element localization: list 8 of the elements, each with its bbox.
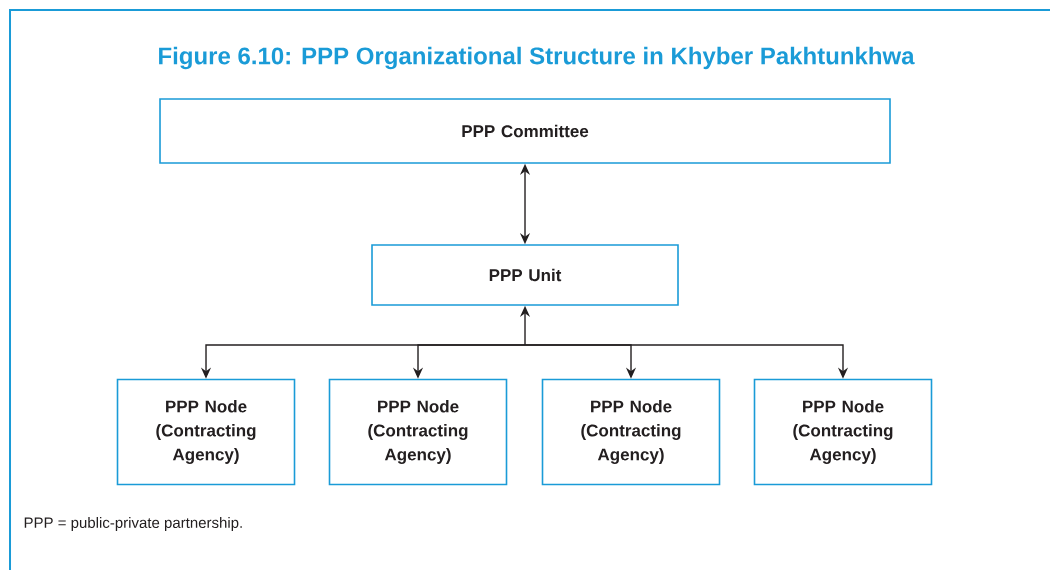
org-box: PPP Committee <box>159 98 891 164</box>
org-box: PPP Node (Contracting Agency) <box>541 378 721 486</box>
org-box: PPP Node (Contracting Agency) <box>328 378 508 486</box>
org-box: PPP Node (Contracting Agency) <box>753 378 933 486</box>
org-box: PPP Unit <box>371 244 679 306</box>
figure-title: Figure 6.10: PPP Organizational Structure in Khyber Pakhtunkhwa <box>159 46 915 70</box>
footnote: PPP = public-private partnership. <box>24 517 242 531</box>
org-box: PPP Node (Contracting Agency) <box>116 378 296 486</box>
